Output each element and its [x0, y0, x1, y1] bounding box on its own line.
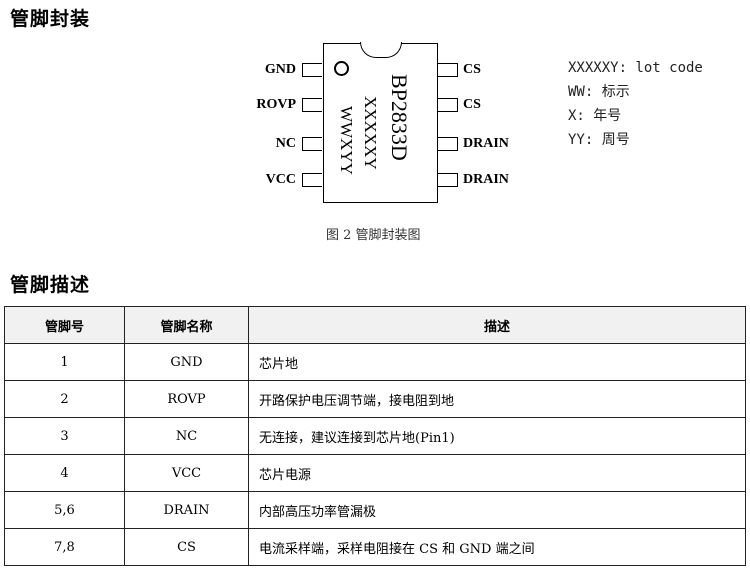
legend-item: X: 年号: [568, 108, 622, 124]
pin-3-lead: [302, 137, 322, 151]
pin-label-nc: NC: [275, 136, 296, 151]
pin-description-cell: 无连接，建议连接到芯片地(Pin1): [248, 417, 746, 455]
pin-label-rovp: ROVP: [256, 97, 296, 112]
pin-5-lead: [438, 173, 458, 187]
pin-number-cell: 2: [4, 380, 125, 418]
pin-number-cell: 4: [4, 454, 125, 492]
pin-description-cell: 开路保护电压调节端，接电阻到地: [248, 380, 746, 418]
pin-name-cell: VCC: [124, 454, 249, 492]
table-row: 4 VCC 芯片电源: [4, 454, 746, 492]
pin-label-vcc: VCC: [265, 172, 296, 187]
pin-number-cell: 7,8: [4, 528, 125, 566]
pin-name-cell: ROVP: [124, 380, 249, 418]
chip-lot-marking: XXXXXY: [361, 96, 380, 170]
marking-legend: XXXXXY: lot code WW: 标示 X: 年号 YY: 周号: [568, 56, 703, 152]
pin-label-cs-7: CS: [463, 97, 481, 112]
pin-label-drain-5: DRAIN: [463, 172, 509, 187]
table-row: 2 ROVP 开路保护电压调节端，接电阻到地: [4, 380, 746, 418]
pin-number-cell: 5,6: [4, 491, 125, 529]
pin-7-lead: [438, 98, 458, 112]
legend-item: XXXXXY: lot code: [568, 60, 703, 76]
table-header-row: 管脚号 管脚名称 描述: [4, 306, 746, 344]
chip-part-number: BP2833D: [387, 74, 412, 161]
chip-package-diagram: BP2833D XXXXXY WWXYY: [323, 42, 438, 203]
description-section-title: 管脚描述: [10, 274, 91, 296]
header-description: 描述: [248, 306, 746, 344]
pin-label-cs-8: CS: [463, 62, 481, 77]
package-section-title: 管脚封装: [10, 8, 91, 30]
pin-label-drain-6: DRAIN: [463, 136, 509, 151]
pin-1-lead: [302, 63, 322, 77]
figure-caption: 图 2 管脚封装图: [326, 228, 421, 243]
table-row: 5,6 DRAIN 内部高压功率管漏极: [4, 491, 746, 529]
pin-2-lead: [302, 98, 322, 112]
chip-week-marking: WWXYY: [337, 106, 356, 175]
table-row: 1 GND 芯片地: [4, 343, 746, 381]
header-pin-name: 管脚名称: [124, 306, 249, 344]
pin-description-cell: 芯片电源: [248, 454, 746, 492]
pin-number-cell: 3: [4, 417, 125, 455]
chip-notch-icon: [360, 42, 402, 58]
legend-item: YY: 周号: [568, 132, 630, 148]
pin-6-lead: [438, 137, 458, 151]
pin-description-cell: 芯片地: [248, 343, 746, 381]
pin-description-cell: 电流采样端，采样电阻接在 CS 和 GND 端之间: [248, 528, 746, 566]
pin-description-table: 管脚号 管脚名称 描述 1 GND 芯片地 2 ROVP 开路保护电压调节端，接…: [4, 306, 746, 566]
header-pin-number: 管脚号: [4, 306, 125, 344]
pin-label-gnd: GND: [264, 62, 296, 77]
pin-description-cell: 内部高压功率管漏极: [248, 491, 746, 529]
pin-name-cell: DRAIN: [124, 491, 249, 529]
pin-name-cell: CS: [124, 528, 249, 566]
pin-8-lead: [438, 63, 458, 77]
pin-number-cell: 1: [4, 343, 125, 381]
pin-name-cell: NC: [124, 417, 249, 455]
table-row: 3 NC 无连接，建议连接到芯片地(Pin1): [4, 417, 746, 455]
pin1-marker-icon: [334, 61, 349, 76]
legend-item: WW: 标示: [568, 84, 630, 100]
pin-4-lead: [302, 173, 322, 187]
table-row: 7,8 CS 电流采样端，采样电阻接在 CS 和 GND 端之间: [4, 528, 746, 566]
pin-name-cell: GND: [124, 343, 249, 381]
